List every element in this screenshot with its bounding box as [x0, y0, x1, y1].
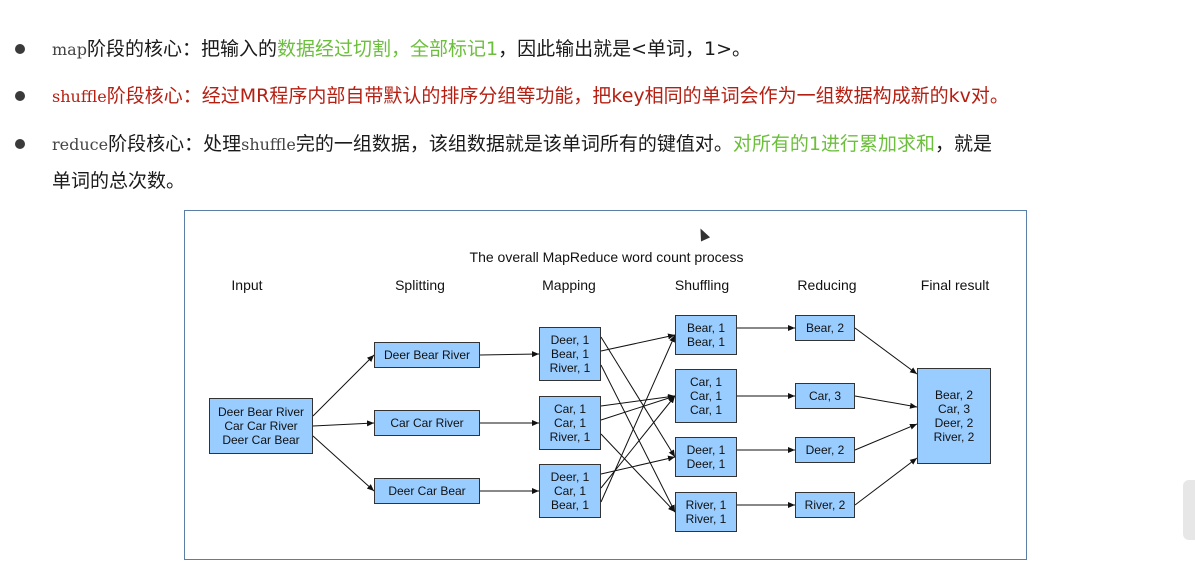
- box-line: Bear, 1: [550, 498, 590, 512]
- split-box-2: Car Car River: [374, 410, 480, 436]
- box-line: Bear, 1: [686, 335, 726, 349]
- box-line: Car, 1: [553, 402, 586, 416]
- arrow-split-map: [479, 351, 540, 358]
- box-line: Car, 1: [689, 375, 722, 389]
- arrow-input-split: [312, 420, 375, 427]
- box-line: Deer, 2: [805, 443, 845, 457]
- box-line: Car, 1: [553, 484, 586, 498]
- column-splitting: Splitting: [395, 277, 445, 293]
- bullet-dot: [15, 44, 25, 54]
- arrow-map-shuffle: [600, 393, 676, 407]
- arrow-map-shuffle: [600, 333, 676, 352]
- box-line: Deer, 1: [686, 443, 726, 457]
- text: 阶段的核心：把输入的: [86, 38, 277, 60]
- box-line: Bear, 1: [686, 321, 726, 335]
- text: ，就是: [935, 133, 993, 155]
- text: 阶段核心：经过MR程序内部自带默认的排序分组等功能，把key相同的单词会作为一组…: [106, 85, 1009, 107]
- arrow-input-split: [312, 435, 375, 492]
- term-map: map: [52, 40, 87, 59]
- reduce-box-1: Bear, 2: [795, 315, 855, 341]
- arrow-map-shuffle: [600, 336, 676, 458]
- box-line: Bear, 2: [934, 388, 974, 402]
- bullet-dot: [15, 139, 25, 149]
- box-line: Deer, 1: [550, 333, 590, 347]
- arrow-map-shuffle: [600, 364, 676, 513]
- highlight-green: 对所有的1进行累加求和: [732, 133, 935, 155]
- box-line: Car, 3: [937, 402, 970, 416]
- box-line: River, 2: [804, 498, 846, 512]
- box-line: Car, 1: [553, 416, 586, 430]
- box-line: River, 2: [933, 430, 975, 444]
- arrow-map-shuffle: [600, 455, 676, 475]
- bullet-dot: [15, 91, 25, 101]
- text: ，因此输出就是<单词，1>。: [498, 38, 751, 60]
- box-line: Deer, 1: [686, 457, 726, 471]
- box-line: Deer, 2: [934, 416, 974, 430]
- reduce-box-2: Car, 3: [795, 383, 855, 409]
- column-final-result: Final result: [920, 277, 990, 293]
- column-mapping: Mapping: [542, 277, 596, 293]
- highlight-green: 数据经过切割，全部标记1: [276, 38, 499, 60]
- scroll-edge[interactable]: [1183, 480, 1195, 540]
- arrow-reduce-final: [854, 395, 918, 409]
- column-reducing: Reducing: [797, 277, 857, 293]
- box-line: River, 1: [549, 361, 591, 375]
- box-line: River, 1: [685, 498, 727, 512]
- arrow-reduce-final: [854, 457, 918, 506]
- reduce-box-3: Deer, 2: [795, 437, 855, 463]
- text: 阶段核心：处理: [108, 133, 242, 155]
- arrow-reduce-final: [854, 423, 918, 451]
- reduce-box-4: River, 2: [795, 492, 855, 518]
- term-shuffle: shuffle: [52, 87, 107, 106]
- arrow-input-split: [312, 354, 375, 417]
- box-line: Deer Car Bear: [222, 433, 300, 447]
- arrow-map-shuffle: [600, 395, 676, 421]
- diagram-arrows: [312, 325, 918, 513]
- split-box-3: Deer Car Bear: [374, 478, 480, 504]
- box-line: Car, 3: [808, 389, 841, 403]
- box-line: Deer, 1: [550, 470, 590, 484]
- box-line: Bear, 1: [550, 347, 590, 361]
- box-line: Car Car River: [390, 416, 464, 430]
- box-line: Car, 1: [689, 389, 722, 403]
- box-line: Car, 1: [689, 403, 722, 417]
- column-input: Input: [231, 277, 263, 293]
- column-shuffling: Shuffling: [674, 277, 730, 293]
- term-shuffle: shuffle: [241, 135, 296, 154]
- arrow-map-shuffle: [600, 395, 676, 489]
- box-line: Car Car River: [224, 419, 298, 433]
- bullet-reduce-continuation: 单词的总次数。: [52, 170, 186, 192]
- diagram-title: The overall MapReduce word count process: [469, 249, 744, 265]
- box-line: River, 1: [549, 430, 591, 444]
- term-reduce: reduce: [52, 135, 109, 154]
- box-line: Deer Bear River: [383, 348, 471, 362]
- box-line: Deer Bear River: [217, 405, 305, 419]
- mapreduce-diagram: The overall MapReduce word count process…: [184, 210, 1027, 560]
- box-line: Bear, 2: [805, 321, 845, 335]
- text: 完的一组数据，该组数据就是该单词所有的键值对。: [295, 133, 733, 155]
- arrow-map-shuffle: [600, 433, 676, 513]
- box-line: River, 1: [685, 512, 727, 526]
- arrow-reduce-final: [854, 327, 918, 375]
- arrow-map-shuffle: [600, 334, 676, 503]
- box-line: Deer Car Bear: [388, 484, 466, 498]
- split-box-1: Deer Bear River: [374, 342, 480, 368]
